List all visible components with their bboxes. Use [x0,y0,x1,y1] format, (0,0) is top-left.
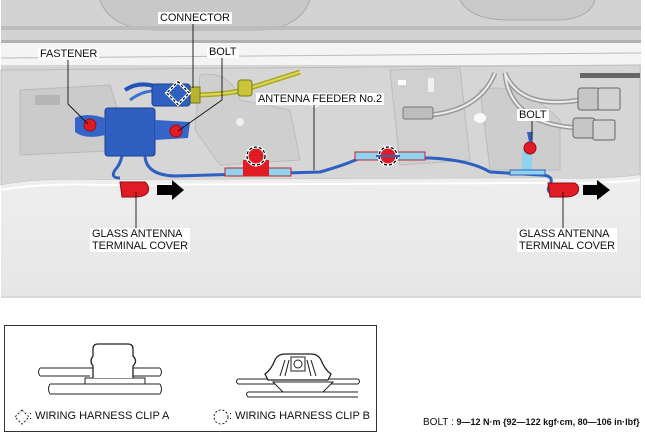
torque-spec-value: 9—12 N·m {92—122 kgf·cm, 80—106 in·lbf} [456,417,640,427]
bolt-right-marker [509,132,546,176]
clip-b-marker-left [224,145,292,177]
leader-lines [67,24,564,228]
fastener-marker [83,118,97,132]
callout-terminal-cover-right: GLASS ANTENNA TERMINAL COVER [517,228,617,252]
clip-b-illustration [236,353,360,398]
clip-a-marker [164,79,192,107]
torque-spec: BOLT : 9—12 N·m {92—122 kgf·cm, 80—106 i… [423,417,640,428]
legend-box: : WIRING HARNESS CLIP A : WIRING HARNESS… [4,325,377,432]
callout-bolt-right: BOLT [517,109,549,121]
clip-b-legend-label: : WIRING HARNESS CLIP B [229,410,370,422]
dashed-diamond-icon [14,409,30,425]
arrow-right-left [157,180,184,200]
upper-trim-curve-2 [459,0,596,21]
terminal-cover-right [547,182,580,198]
white-gap [1,43,641,65]
callout-fastener: FASTENER [38,48,100,60]
trim-ridge [1,26,641,30]
callout-antenna-feeder: ANTENNA FEEDER No.2 [256,93,385,105]
callout-bolt-left: BOLT [207,46,239,58]
arrow-right-right [583,180,610,200]
trim-ridge-2 [1,40,641,43]
clip-a-illustration [38,343,162,395]
callout-connector: CONNECTOR [158,12,232,24]
bolt-left-marker [169,124,183,138]
clip-a-legend-label: : WIRING HARNESS CLIP A [29,410,170,422]
gray-connector [402,106,434,120]
callout-terminal-cover-left: GLASS ANTENNA TERMINAL COVER [90,228,190,252]
yellow-harness [187,69,301,104]
torque-spec-label: BOLT : [423,417,457,428]
gray-connector-right-1 [577,87,601,111]
dashed-circle-icon [213,409,229,425]
glass-area [1,175,640,297]
terminal-cover-left [119,181,150,198]
antenna-feeder-illustration [0,0,642,298]
clip-b-marker-right [354,145,426,167]
gray-connector-right-2 [572,117,596,139]
